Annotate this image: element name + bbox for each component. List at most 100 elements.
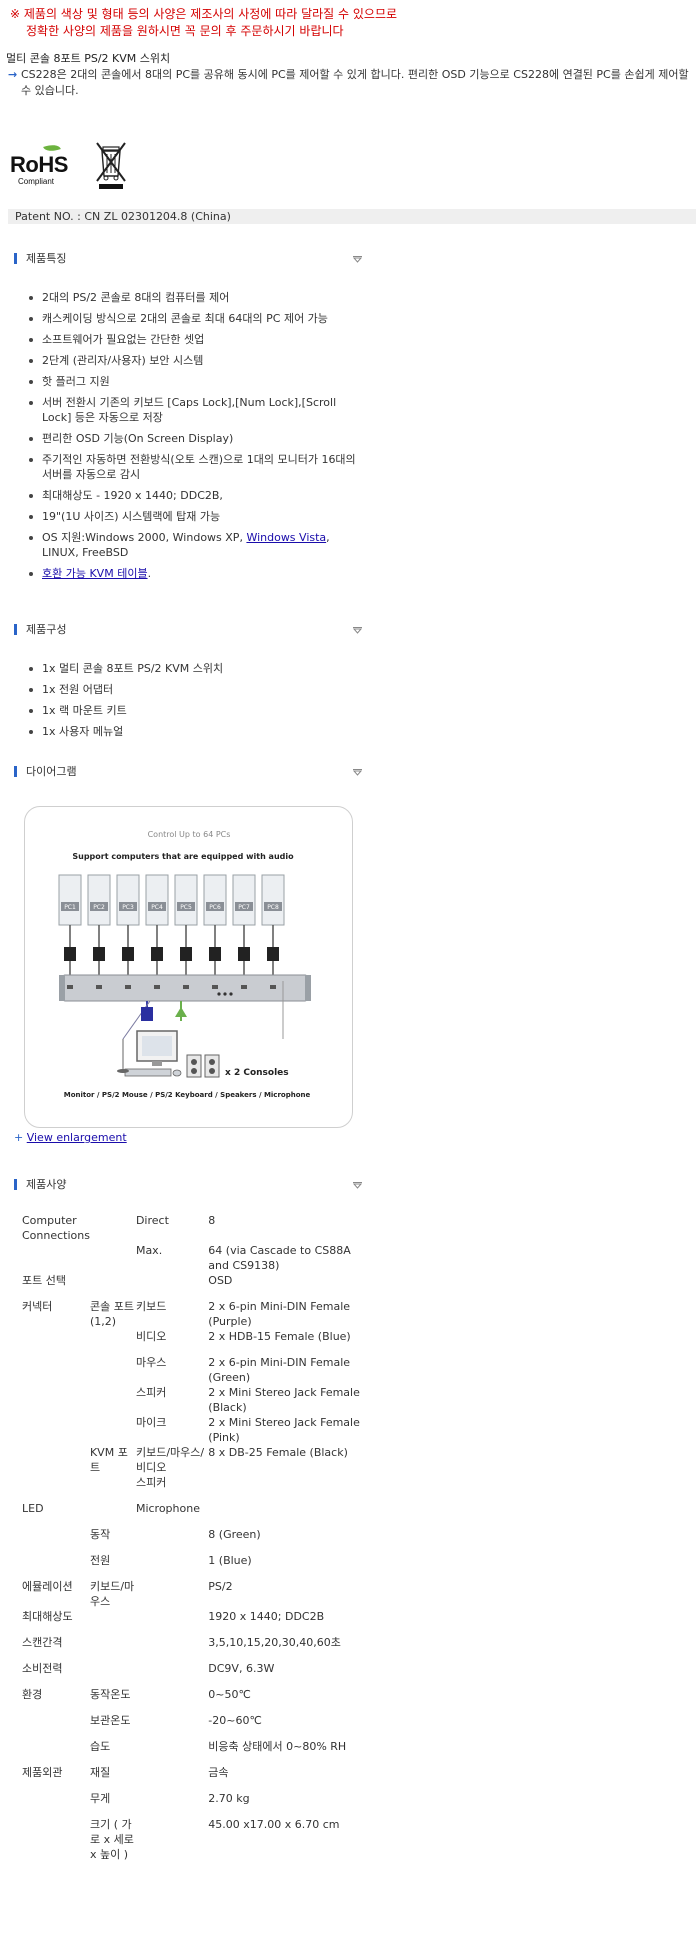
pc-tower-icon: PC8 [261,874,285,975]
spec-value: 45.00 x17.00 x 6.70 cm [208,1818,340,1831]
spec-subgroup: 습도 [89,1740,111,1753]
triangle-down-icon[interactable] [353,627,362,634]
notice-line-2: 정확한 사양의 제품을 원하시면 꼭 문의 후 주문하시기 바랍니다 [26,24,344,38]
list-item: 2대의 PS/2 콘솔로 8대의 컴퓨터를 제어 [26,290,356,305]
section-header-specs[interactable]: 제품사양 [14,1177,362,1193]
spec-value: OSD [208,1274,233,1287]
spec-value: 2 x HDB-15 Female (Blue) [208,1330,351,1343]
speaker-cone [191,1068,197,1074]
pc-tower-icon: PC1 [58,874,82,975]
list-item: 주기적인 자동하면 전환방식(오토 스캔)으로 1대의 모니터가 16대의 서버… [26,452,356,482]
spec-group [22,1713,90,1739]
spec-item [136,1791,208,1817]
list-item: 서버 전환시 기존의 키보드 [Caps Lock],[Num Lock],[S… [26,395,356,425]
spec-value: 1920 x 1440; DDC2B [208,1610,325,1623]
keyboard-icon [124,1068,172,1077]
triangle-down-icon[interactable] [353,256,362,263]
spec-subgroup [90,1609,136,1635]
spec-group: LED [22,1502,44,1515]
spec-item [136,1609,208,1635]
pc-tower-icon: PC4 [145,874,169,975]
spec-group [22,1445,90,1475]
list-item: 소프트웨어가 필요없는 간단한 셋업 [26,332,356,347]
switch-leds [67,985,276,989]
list-item: OS 지원:Windows 2000, Windows XP, Windows … [26,530,356,560]
spec-item: 비디오 [135,1330,167,1343]
spec-value: 8 [208,1214,216,1227]
spec-item [136,1553,208,1579]
pc-label: PC5 [180,904,192,911]
section-marker [14,1179,17,1190]
list-item: 1x 멀티 콘솔 8포트 PS/2 KVM 스위치 [26,661,356,676]
product-title: 멀티 콘솔 8포트 PS/2 KVM 스위치 [6,52,171,65]
section-header-features[interactable]: 제품특징 [14,251,362,267]
section-header-components[interactable]: 제품구성 [14,622,362,638]
db25-connector-icon [267,947,279,961]
spec-group: 제품외관 [22,1766,63,1779]
pc-tower-tag [119,902,137,911]
triangle-down-icon[interactable] [353,1182,362,1189]
spec-subgroup: 키보드/마우스 [89,1580,135,1608]
list-item: 1x 사용자 메뉴얼 [26,724,356,739]
pc-label: PC8 [267,904,279,911]
spec-item: 스피커 [135,1386,167,1399]
features-list: 2대의 PS/2 콘솔로 8대의 컴퓨터를 제어 캐스케이딩 방식으로 2대의 … [26,290,356,587]
diagram-consoles-label: x 2 Consoles [225,1068,289,1078]
view-enlargement-link[interactable]: View enlargement [26,1131,127,1144]
table-row: 보관온도-20~60℃ [22,1713,362,1739]
triangle-down-icon[interactable] [353,769,362,776]
port-led [96,985,102,989]
view-enlargement: + View enlargement [14,1131,127,1144]
certification-logos: RoHS Compliant [10,140,128,190]
spec-subgroup: 전원 [89,1554,111,1567]
port-led [241,985,247,989]
microphone-base [117,1069,129,1073]
spec-item [136,1739,208,1765]
monitor-screen [142,1036,172,1056]
spec-value: 2 x 6-pin Mini-DIN Female (Green) [208,1356,351,1384]
notice-line-1: ※ 제품의 색상 및 형태 등의 사양은 제조사의 사정에 따라 달라질 수 있… [10,7,398,21]
speaker-cone [209,1068,215,1074]
section-header-diagram[interactable]: 다이어그램 [14,764,362,780]
spec-group [22,1553,90,1579]
spec-value: 2 x 6-pin Mini-DIN Female (Purple) [208,1300,351,1328]
windows-vista-link[interactable]: Windows Vista [246,531,327,544]
spec-item [136,1527,208,1553]
spec-group: 에뮬레이션 [22,1580,73,1593]
spec-value: 2 x Mini Stereo Jack Female (Black) [208,1386,360,1414]
spec-item [136,1765,208,1791]
pc-tower-body [87,874,111,926]
spec-group: Computer Connections [22,1214,90,1242]
spec-subgroup [90,1415,136,1445]
list-item: 핫 플러그 지원 [26,374,356,389]
spec-subgroup [90,1661,136,1687]
port-led [270,985,276,989]
db25-connector-icon [180,947,192,961]
spec-group: 최대해상도 [22,1610,73,1623]
pc-tower-icon: PC5 [174,874,198,975]
spec-group [22,1817,90,1862]
kvm-compatibility-link[interactable]: 호환 가능 KVM 테이블 [42,567,148,580]
spec-subgroup [90,1273,136,1299]
pc-tower-tag [177,902,195,911]
rack-ear-right [305,975,311,1001]
pc-label: PC1 [64,904,76,911]
db25-connector-icon [238,947,250,961]
section-marker [14,766,17,777]
spec-group [22,1415,90,1445]
port-led [154,985,160,989]
spec-item [136,1579,208,1609]
crossed-bin-icon [96,142,126,189]
spec-subgroup [90,1329,136,1355]
spec-value: 1 (Blue) [208,1554,252,1567]
spec-subgroup [90,1475,136,1501]
diagram-image[interactable]: Control Up to 64 PCs Support computers t… [24,806,353,1128]
plus-icon: + [14,1131,27,1144]
list-item: 최대해상도 - 1920 x 1440; DDC2B, [26,488,356,503]
